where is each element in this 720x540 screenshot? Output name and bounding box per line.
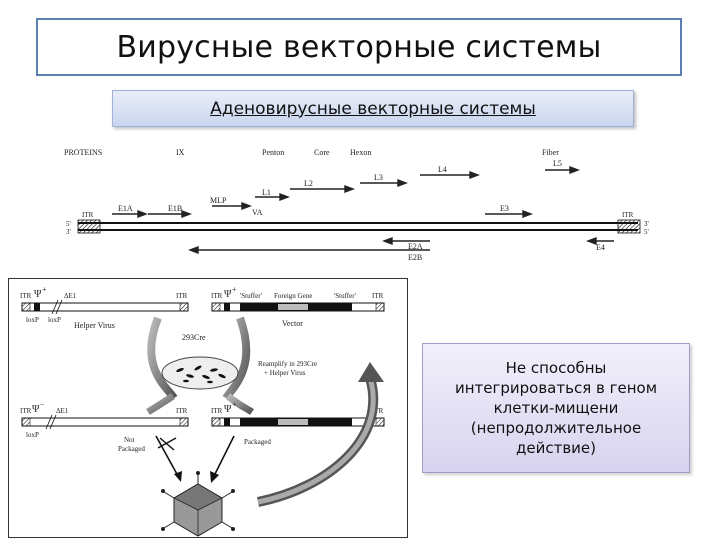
pv-itr-right: ITR bbox=[372, 407, 384, 415]
vec-stuffer-left: 'Stuffer' bbox=[240, 292, 262, 300]
label-itr-right: ITR bbox=[622, 211, 634, 219]
pv-psi-plus: + bbox=[232, 400, 237, 409]
vec-itr-right: ITR bbox=[372, 292, 384, 300]
vector-label: Vector bbox=[282, 319, 303, 328]
label-itr-left: ITR bbox=[82, 211, 94, 219]
strand-right-bottom: 5' bbox=[644, 228, 649, 236]
packaged-arrow bbox=[213, 435, 235, 477]
genome-strands bbox=[77, 219, 641, 234]
not-packaged-line2: Packaged bbox=[118, 445, 145, 453]
itr-right bbox=[617, 219, 641, 234]
not-packaged-arrow bbox=[155, 435, 179, 477]
vec-psi: Ψ bbox=[224, 289, 232, 300]
adenovirus-virion bbox=[161, 471, 235, 537]
hv-itr-right: ITR bbox=[176, 292, 188, 300]
excised-helper-construct bbox=[21, 414, 189, 430]
label-ix: IX bbox=[176, 148, 185, 157]
eh-itr-right: ITR bbox=[176, 407, 188, 415]
genome-map: PROTEINS IX Penton Core Hexon Fiber L4 L… bbox=[64, 148, 649, 262]
subtitle-box: Аденовирусные векторные системы bbox=[112, 90, 634, 127]
strand-left-top: 5' bbox=[66, 220, 71, 228]
itr-left bbox=[77, 219, 101, 234]
helper-virus-construct bbox=[21, 299, 189, 315]
vector-curve-arrow bbox=[222, 316, 251, 401]
cre-cell bbox=[161, 356, 239, 390]
label-core: Core bbox=[314, 148, 330, 157]
label-l5: L5 bbox=[553, 159, 562, 168]
not-packaged-line1: Not bbox=[124, 436, 135, 444]
label-l4: L4 bbox=[438, 165, 447, 174]
label-l3: L3 bbox=[374, 173, 383, 182]
reamplify-line1: Reamplify in 293Cre bbox=[258, 360, 317, 368]
vec-foreign-gene: Foreign Gene bbox=[274, 292, 312, 300]
label-e2a: E2A bbox=[408, 242, 423, 251]
strand-right-top: 3' bbox=[644, 220, 649, 228]
label-l2: L2 bbox=[304, 179, 313, 188]
vector-production-figure: ITR ITR Ψ + ΔE1 loxP loxP Helper Virus I… bbox=[8, 278, 408, 538]
note-text: Не способны интегрироваться в геном клет… bbox=[454, 359, 658, 457]
pv-psi: Ψ bbox=[224, 404, 232, 415]
subtitle: Аденовирусные векторные системы bbox=[210, 98, 536, 119]
title-box: Вирусные векторные системы bbox=[36, 18, 682, 76]
eh-itr-left: ITR bbox=[20, 407, 32, 415]
reamplify-line2: + Helper Virus bbox=[264, 369, 306, 377]
note-box: Не способны интегрироваться в геном клет… bbox=[422, 343, 690, 473]
block-mark-1 bbox=[157, 437, 177, 449]
strand-left-bottom: 3' bbox=[66, 228, 71, 236]
label-l1: L1 bbox=[262, 188, 271, 197]
hv-loxp-right: loxP bbox=[48, 316, 61, 324]
cre-label: 293Cre bbox=[182, 333, 206, 342]
eh-psi-minus: − bbox=[40, 400, 45, 409]
block-mark-2 bbox=[159, 437, 175, 451]
label-mlp: MLP bbox=[210, 196, 227, 205]
hv-psi: Ψ bbox=[34, 289, 42, 300]
vector-construct bbox=[211, 302, 385, 312]
vec-itr-left: ITR bbox=[211, 292, 223, 300]
label-e1b: E1B bbox=[168, 204, 182, 213]
label-hexon: Hexon bbox=[350, 148, 371, 157]
packaged-vector-construct bbox=[211, 417, 385, 427]
eh-loxp: loxP bbox=[26, 431, 39, 439]
packaged-label: Packaged bbox=[244, 438, 271, 446]
label-va: VA bbox=[252, 208, 263, 217]
page-title: Вирусные векторные системы bbox=[116, 29, 602, 65]
label-penton: Penton bbox=[262, 148, 284, 157]
eh-delta-e1: ΔE1 bbox=[56, 407, 69, 415]
vec-stuffer-right: 'Stuffer' bbox=[334, 292, 356, 300]
hv-itr-left: ITR bbox=[20, 292, 32, 300]
label-fiber: Fiber bbox=[542, 148, 559, 157]
hv-delta-e1: ΔE1 bbox=[64, 292, 77, 300]
helper-virus-label: Helper Virus bbox=[74, 321, 115, 330]
hv-psi-plus: + bbox=[42, 285, 47, 294]
hv-loxp-left: loxP bbox=[26, 316, 39, 324]
label-e3: E3 bbox=[500, 204, 509, 213]
label-proteins: PROTEINS bbox=[64, 148, 102, 157]
vec-psi-plus: + bbox=[232, 285, 237, 294]
eh-psi: Ψ bbox=[32, 404, 40, 415]
pv-itr-left: ITR bbox=[211, 407, 223, 415]
label-e4: E4 bbox=[596, 243, 605, 252]
label-e2b: E2B bbox=[408, 253, 422, 262]
label-e1a: E1A bbox=[118, 204, 133, 213]
